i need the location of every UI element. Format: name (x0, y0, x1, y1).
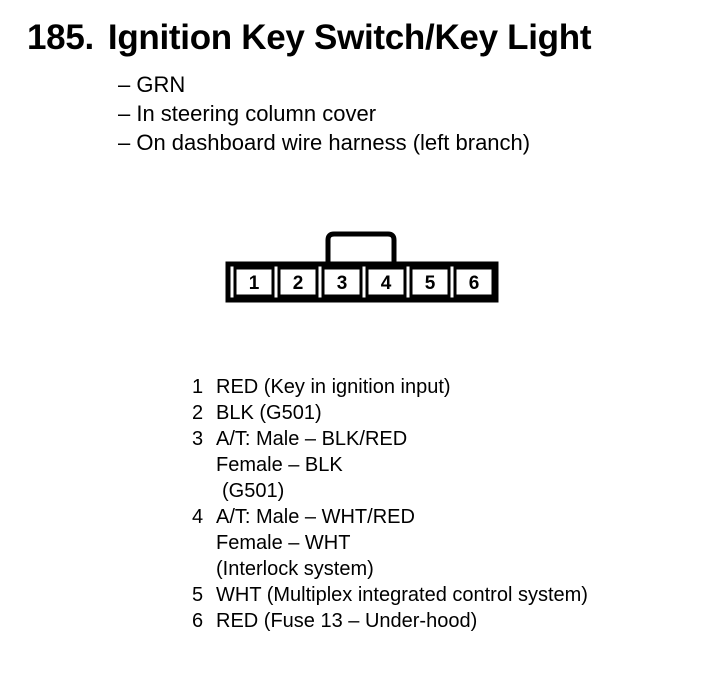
section-number: 185. (27, 18, 94, 57)
pin-number-2: 2 (293, 273, 304, 294)
pin-entry-number: 3 (192, 428, 204, 450)
pin-entry-number: 2 (192, 402, 204, 424)
section-title: Ignition Key Switch/Key Light (107, 18, 592, 57)
pin-entry-number: 6 (192, 610, 204, 632)
detail-location: – In steering column cover (118, 101, 377, 126)
pin-entry-description: RED (Key in ignition input) (216, 374, 451, 400)
pin-cell-6 (453, 266, 495, 298)
pin-entry-2: 2 BLK (G501) (192, 400, 588, 426)
pin-entry-description: BLK (G501) (216, 400, 322, 426)
pin-entry-number: 4 (192, 506, 204, 528)
pin-cell-1 (233, 266, 275, 298)
pin-number-6: 6 (469, 273, 480, 294)
pin-number-5: 5 (425, 273, 436, 294)
pin-cell-4 (365, 266, 407, 298)
pin-description-line: WHT (Multiplex integrated control system… (216, 584, 588, 606)
pin-entry-number: 5 (192, 584, 204, 606)
pin-cell-2 (277, 266, 319, 298)
pin-number-4: 4 (381, 273, 392, 294)
pin-entry-3: 3 A/T: Male – BLK/RED Female – BLK (G501) (192, 426, 588, 504)
connector-details: – GRN – In steering column cover – On da… (118, 70, 530, 157)
pin-entry-description: A/T: Male – BLK/RED Female – BLK (G501) (216, 426, 407, 504)
pin-cell-3 (321, 266, 363, 298)
pin-entry-description: RED (Fuse 13 – Under-hood) (216, 608, 477, 634)
pin-entry-5: 5 WHT (Multiplex integrated control syste… (192, 582, 588, 608)
detail-color: – GRN (118, 72, 186, 97)
pin-description-line: BLK (G501) (216, 402, 322, 424)
pin-description-line: A/T: Male – BLK/RED (216, 428, 408, 450)
pin-description-line: (Interlock system) (216, 558, 374, 580)
pin-description-line: Female – BLK (216, 454, 343, 476)
pin-number-3: 3 (337, 273, 348, 294)
page-title: 185. Ignition Key Switch/Key Light (27, 18, 592, 58)
pin-cell-5 (409, 266, 451, 298)
pin-description-line: RED (Key in ignition input) (216, 376, 451, 398)
pin-entry-4: 4 A/T: Male – WHT/RED Female – WHT (Interlo… (192, 504, 588, 582)
pin-entry-1: 1 RED (Key in ignition input) (192, 374, 588, 400)
pin-entry-6: 6 RED (Fuse 13 – Under-hood) (192, 608, 588, 634)
detail-harness: – On dashboard wire harness (left branch… (118, 130, 531, 155)
pin-number-1: 1 (249, 273, 260, 294)
pin-description-line: A/T: Male – WHT/RED (216, 506, 415, 528)
connector-lock-tab (325, 231, 397, 264)
pin-entry-description: A/T: Male – WHT/RED Female – WHT (Interloc… (216, 504, 415, 582)
pin-description-line: Female – WHT (216, 532, 351, 554)
connector-diagram: 1 2 3 4 5 6 (225, 231, 499, 303)
pin-entry-description: WHT (Multiplex integrated control system… (216, 582, 588, 608)
pin-description-line: RED (Fuse 13 – Under-hood) (216, 610, 478, 632)
pin-description-line: (G501) (222, 480, 285, 502)
pin-entry-number: 1 (192, 376, 204, 398)
